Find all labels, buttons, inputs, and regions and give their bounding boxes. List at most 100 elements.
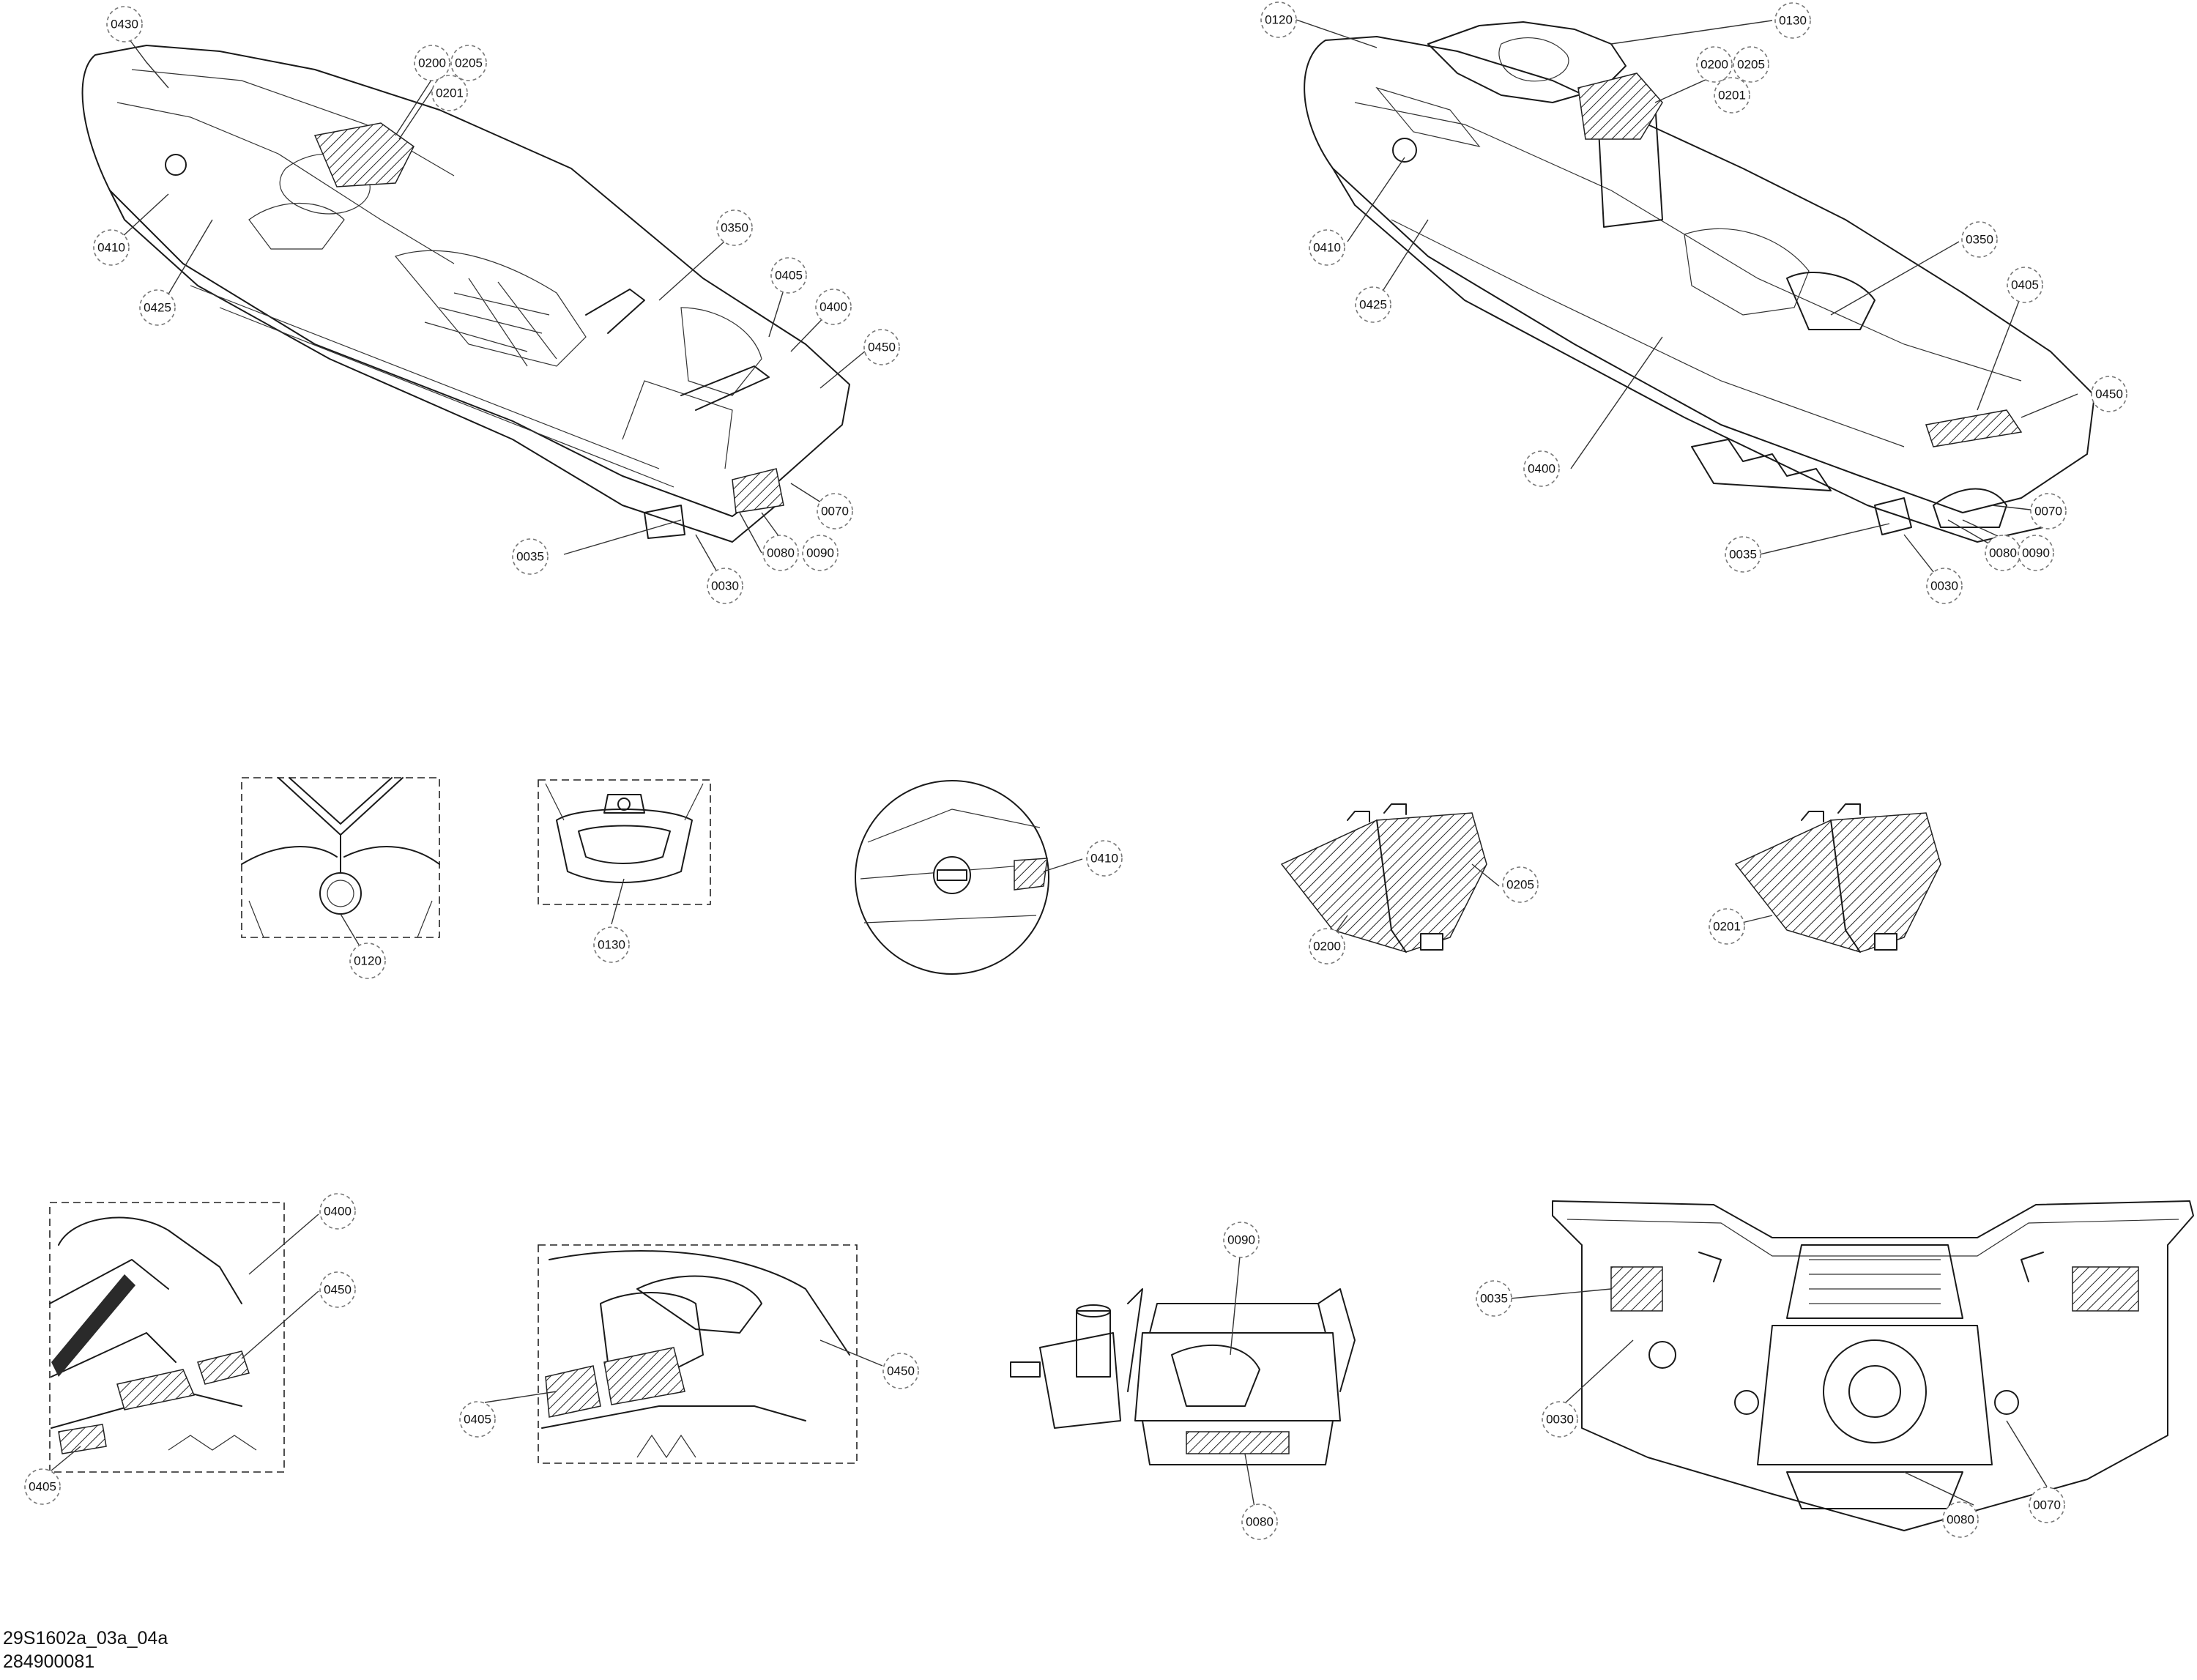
svg-text:0410: 0410 <box>97 241 125 255</box>
callout-bubble[interactable]: 0200 <box>1309 928 1345 964</box>
callout-bubble[interactable]: 0080 <box>1985 535 2021 571</box>
svg-text:0405: 0405 <box>464 1413 491 1427</box>
leader-lines <box>51 19 2078 1508</box>
detail-gauge-view <box>241 777 440 938</box>
callout-bubble[interactable]: 0201 <box>1714 77 1750 114</box>
callout-bubble[interactable]: 0120 <box>349 943 386 979</box>
callout-bubble[interactable]: 0405 <box>2007 267 2043 303</box>
svg-text:0200: 0200 <box>1700 58 1728 72</box>
callout-bubble[interactable]: 0130 <box>1774 2 1811 39</box>
detail-pump-view <box>1010 1288 1356 1465</box>
callout-bubble[interactable]: 0400 <box>319 1193 356 1230</box>
callout-bubble[interactable]: 0035 <box>1476 1280 1512 1317</box>
svg-text:0080: 0080 <box>767 546 795 560</box>
svg-text:0350: 0350 <box>1966 233 1993 247</box>
callout-bubble[interactable]: 0405 <box>770 257 807 294</box>
callout-bubble[interactable]: 0090 <box>802 535 839 571</box>
callout-bubble[interactable]: 0090 <box>1223 1222 1260 1258</box>
svg-text:0080: 0080 <box>1989 546 2017 560</box>
callout-bubble[interactable]: 0080 <box>1942 1501 1979 1538</box>
svg-text:0201: 0201 <box>436 86 464 100</box>
callout-bubble[interactable]: 0205 <box>450 45 487 81</box>
callout-bubble[interactable]: 0070 <box>817 493 853 529</box>
detail-mat-a-view <box>1280 803 1487 953</box>
callout-bubble[interactable]: 0070 <box>2030 493 2067 529</box>
callout-bubble[interactable]: 0405 <box>24 1468 61 1505</box>
svg-text:0070: 0070 <box>821 505 849 519</box>
callout-bubble[interactable]: 0425 <box>139 289 176 326</box>
callout-bubble[interactable]: 0450 <box>319 1271 356 1308</box>
svg-text:0410: 0410 <box>1313 241 1341 255</box>
callout-bubble[interactable]: 0400 <box>1523 450 1560 487</box>
svg-text:0425: 0425 <box>1359 298 1387 312</box>
callout-bubble[interactable]: 0080 <box>762 535 799 571</box>
callouts: 0430 0200 0205 0201 0410 0425 0350 0405 … <box>24 1 2127 1540</box>
svg-text:0350: 0350 <box>721 221 748 235</box>
callout-bubble[interactable]: 0205 <box>1502 866 1539 903</box>
callout-bubble[interactable]: 0030 <box>707 568 743 604</box>
svg-text:0035: 0035 <box>1480 1292 1508 1306</box>
callout-bubble[interactable]: 0410 <box>93 229 130 266</box>
svg-text:0450: 0450 <box>324 1283 352 1297</box>
right-main-view <box>1304 21 2095 543</box>
svg-text:0405: 0405 <box>29 1480 56 1494</box>
detail-rear-deck-view <box>49 1202 285 1473</box>
callout-bubble[interactable]: 0430 <box>106 6 143 42</box>
callout-bubble[interactable]: 0410 <box>1086 840 1123 877</box>
svg-text:0130: 0130 <box>598 938 625 952</box>
callout-bubble[interactable]: 0405 <box>459 1401 496 1438</box>
svg-text:0080: 0080 <box>1246 1515 1274 1529</box>
detail-console-view <box>538 779 711 905</box>
drawing-code-secondary: 284900081 <box>3 1651 95 1672</box>
callout-bubble[interactable]: 0035 <box>1725 536 1761 573</box>
callout-bubble[interactable]: 0425 <box>1355 286 1391 323</box>
callout-bubble[interactable]: 0080 <box>1241 1504 1278 1540</box>
svg-text:0035: 0035 <box>1729 548 1757 562</box>
svg-text:0200: 0200 <box>1313 940 1341 954</box>
callout-bubble[interactable]: 0450 <box>882 1353 919 1389</box>
svg-text:0430: 0430 <box>111 18 138 31</box>
svg-text:0400: 0400 <box>819 300 847 314</box>
svg-text:0400: 0400 <box>1528 462 1555 476</box>
callout-bubble[interactable]: 0450 <box>863 329 900 365</box>
callout-bubble[interactable]: 0200 <box>414 45 450 81</box>
svg-text:0205: 0205 <box>455 56 483 70</box>
callout-bubble[interactable]: 0090 <box>2018 535 2054 571</box>
callout-bubble[interactable]: 0030 <box>1926 568 1963 604</box>
drawing-code-primary: 29S1602a_03a_04a <box>3 1628 168 1649</box>
svg-text:0120: 0120 <box>354 954 382 968</box>
detail-stern-view <box>538 1244 858 1464</box>
callout-bubble[interactable]: 0030 <box>1542 1401 1578 1438</box>
callout-bubble[interactable]: 0201 <box>431 75 468 111</box>
callout-bubble[interactable]: 0400 <box>815 289 852 325</box>
callout-bubble[interactable]: 0130 <box>593 926 630 963</box>
callout-bubble[interactable]: 0070 <box>2029 1487 2065 1523</box>
svg-text:0205: 0205 <box>1506 878 1534 892</box>
svg-text:0035: 0035 <box>516 550 544 564</box>
svg-text:0405: 0405 <box>775 269 803 283</box>
callout-bubble[interactable]: 0205 <box>1733 46 1769 83</box>
callout-bubble[interactable]: 0450 <box>2091 376 2127 412</box>
svg-text:0405: 0405 <box>2011 278 2039 292</box>
detail-cap-view <box>855 780 1049 975</box>
left-main-view <box>81 45 850 543</box>
svg-text:0070: 0070 <box>2033 1498 2061 1512</box>
svg-text:0090: 0090 <box>1227 1233 1255 1247</box>
callout-bubble[interactable]: 0350 <box>1961 221 1998 258</box>
svg-text:0205: 0205 <box>1737 58 1765 72</box>
svg-text:0080: 0080 <box>1947 1513 1974 1527</box>
svg-text:0201: 0201 <box>1713 920 1741 934</box>
callout-bubble[interactable]: 0120 <box>1260 1 1297 38</box>
callout-bubble[interactable]: 0035 <box>512 538 549 575</box>
svg-text:0200: 0200 <box>418 56 446 70</box>
callout-bubble[interactable]: 0201 <box>1709 908 1745 945</box>
callout-bubble[interactable]: 0410 <box>1309 229 1345 266</box>
callout-bubble[interactable]: 0350 <box>716 209 753 246</box>
svg-text:0410: 0410 <box>1090 852 1118 866</box>
svg-text:0450: 0450 <box>2095 387 2123 401</box>
svg-text:0090: 0090 <box>2022 546 2050 560</box>
detail-mat-b-view <box>1734 803 1941 953</box>
svg-text:0030: 0030 <box>1546 1413 1574 1427</box>
callout-bubble[interactable]: 0200 <box>1696 46 1733 83</box>
